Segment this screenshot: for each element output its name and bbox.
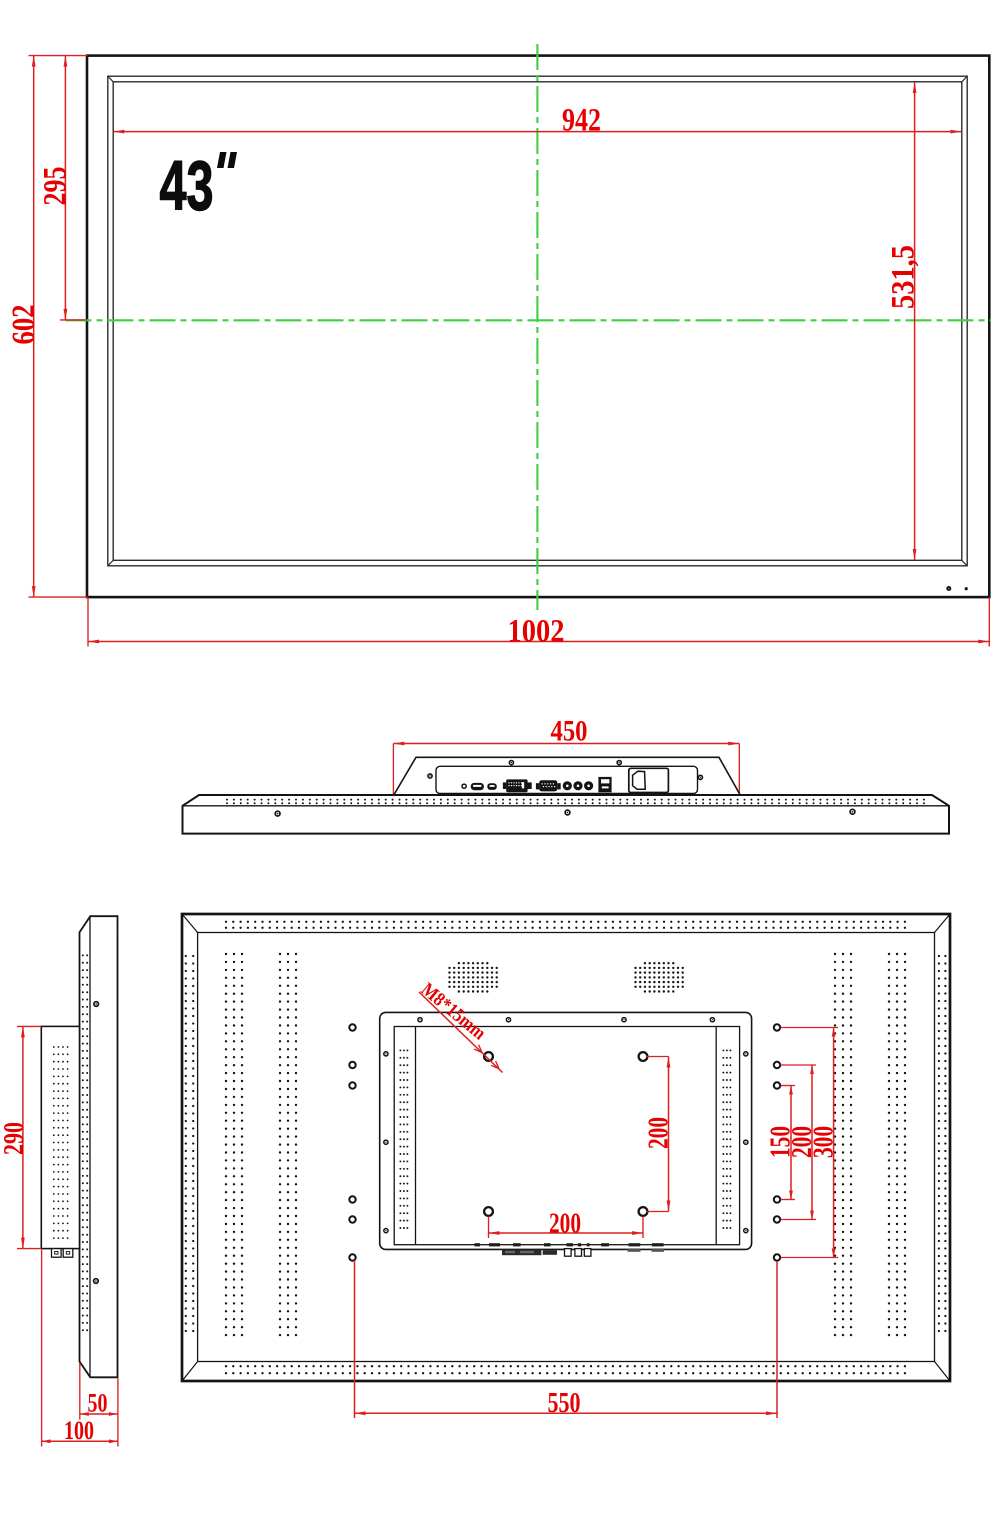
svg-text:550: 550	[548, 1388, 581, 1419]
svg-text:200: 200	[549, 1208, 581, 1239]
svg-text:43: 43	[160, 147, 214, 225]
svg-text:200: 200	[644, 1117, 675, 1149]
svg-text:450: 450	[551, 715, 588, 748]
svg-text:531,5: 531,5	[886, 245, 922, 309]
svg-text:602: 602	[6, 305, 42, 345]
svg-text:50: 50	[88, 1389, 108, 1418]
svg-text:200: 200	[787, 1126, 818, 1158]
svg-text:290: 290	[0, 1122, 30, 1155]
svg-text:1002: 1002	[508, 613, 565, 649]
svg-text:295: 295	[37, 167, 73, 206]
svg-text:300: 300	[809, 1126, 840, 1158]
svg-text:100: 100	[64, 1416, 94, 1445]
svg-text:942: 942	[562, 103, 601, 139]
svg-text:150: 150	[766, 1126, 797, 1158]
